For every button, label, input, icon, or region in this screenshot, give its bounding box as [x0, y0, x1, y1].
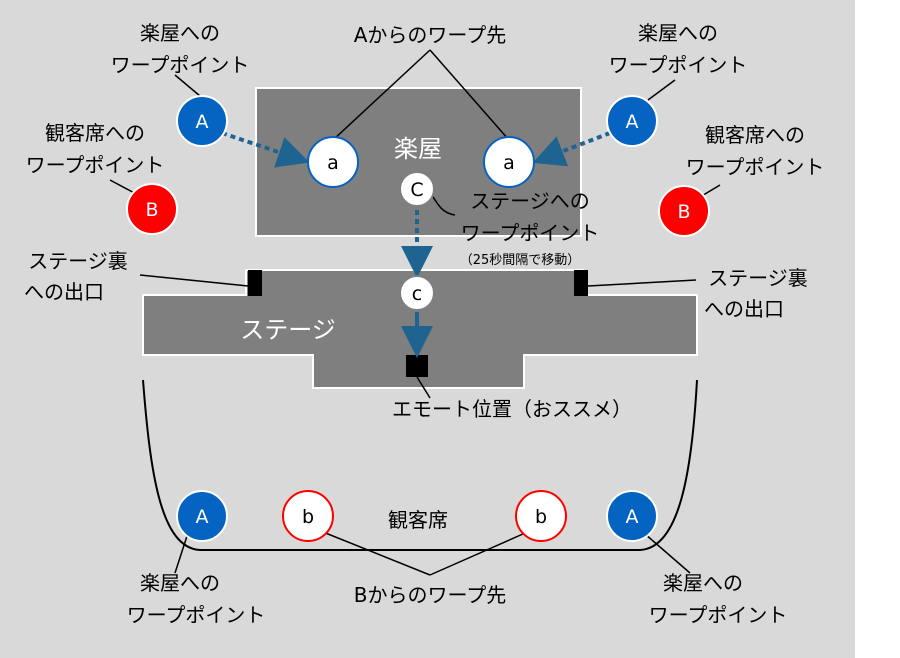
label-backstage-right-line1: ステージ裏	[708, 266, 808, 290]
label-to-stage-line1: ステージへの	[470, 189, 590, 213]
label-to-gakuya-top-left-line2: ワープポイント	[111, 53, 250, 77]
gakuya-area-label: 楽屋	[394, 135, 442, 163]
warp-dest-b-right: b	[515, 490, 567, 542]
dest-from-b-leader-left	[317, 529, 431, 576]
label-backstage-right-line2: への出口	[704, 297, 784, 321]
label-dest-from-b: Bからのワープ先	[354, 583, 507, 607]
svg-text:B: B	[677, 201, 690, 223]
emote-position-marker	[406, 355, 428, 377]
warp-dest-c-lower: c	[399, 275, 435, 311]
dest-from-a-leader-left	[332, 49, 431, 141]
audience-area-outline	[142, 379, 698, 551]
label-dest-from-a: Aからのワープ先	[354, 23, 506, 47]
label-to-audience-left-line1: 観客席への	[45, 121, 145, 145]
label-backstage-left-line2: への出口	[24, 280, 104, 304]
backstage-exit-right-leader	[587, 279, 697, 287]
label-to-gakuya-top-right-line1: 楽屋への	[638, 21, 718, 45]
warp-dest-a-right: a	[483, 136, 535, 188]
warp-a-bl-leader	[174, 532, 189, 574]
label-to-gakuya-bottom-right-line1: 楽屋への	[663, 571, 743, 595]
backstage-exit-left-leader	[139, 274, 249, 287]
warp-point-a-bottom-right: A	[606, 490, 658, 542]
warp-dest-b-left: b	[282, 490, 334, 542]
svg-text:a: a	[503, 152, 515, 174]
svg-text:A: A	[626, 506, 639, 528]
emote-leader	[416, 376, 431, 399]
warp-a-br-leader	[644, 533, 691, 574]
svg-text:C: C	[410, 179, 423, 201]
label-to-gakuya-top-left-line1: 楽屋への	[140, 21, 220, 45]
stage-area-label: ステージ	[240, 316, 336, 344]
label-backstage-left-line1: ステージ裏	[28, 249, 128, 273]
warp-a-tr-leader	[647, 79, 676, 101]
label-to-gakuya-bottom-left-line1: 楽屋への	[140, 571, 220, 595]
svg-text:A: A	[196, 111, 209, 133]
svg-text:b: b	[302, 506, 314, 528]
warp-point-b-left: B	[126, 183, 178, 235]
svg-text:a: a	[327, 152, 339, 174]
label-to-stage-note: （25秒間隔で移動）	[460, 253, 581, 268]
warp-point-b-right: B	[658, 185, 710, 237]
label-to-gakuya-bottom-right-line2: ワープポイント	[649, 603, 788, 627]
svg-text:A: A	[196, 506, 209, 528]
svg-text:A: A	[626, 111, 639, 133]
label-to-gakuya-top-right-line2: ワープポイント	[609, 53, 748, 77]
warp-dest-a-left: a	[307, 136, 359, 188]
label-to-audience-right-line1: 観客席への	[705, 123, 805, 147]
label-to-audience-left-line2: ワープポイント	[26, 153, 165, 177]
svg-text:B: B	[145, 199, 158, 221]
label-emote-position: エモート位置（おススメ）	[392, 397, 632, 421]
warp-a-tl-leader	[174, 74, 201, 97]
warp-arrow-tr	[532, 131, 611, 167]
label-to-stage-line2: ワープポイント	[461, 221, 600, 245]
backstage-exit-right-marker	[574, 270, 588, 296]
warp-point-c-upper: C	[399, 171, 435, 207]
warp-point-a-top-left: A	[176, 95, 228, 147]
label-to-gakuya-bottom-left-line2: ワープポイント	[127, 603, 266, 627]
dest-from-a-leader-right	[429, 49, 510, 141]
backstage-exit-left-marker	[248, 270, 262, 296]
svg-text:b: b	[535, 506, 547, 528]
svg-text:c: c	[412, 283, 422, 305]
audience-area-label: 観客席	[388, 508, 448, 532]
warp-point-a-bottom-left: A	[176, 490, 228, 542]
dest-from-b-leader-right	[429, 529, 533, 576]
label-to-audience-right-line2: ワープポイント	[686, 155, 825, 179]
warp-point-a-top-right: A	[606, 95, 658, 147]
